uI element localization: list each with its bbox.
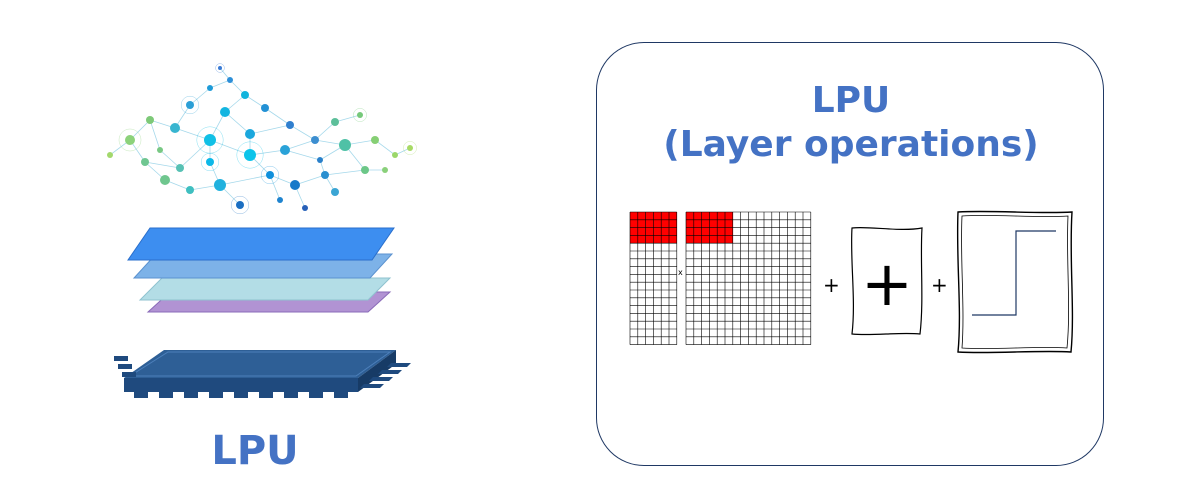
multiply-symbol: x [678, 268, 683, 277]
matrix-grid-icon [685, 211, 812, 345]
panel-title-line-2: (Layer operations) [663, 124, 1039, 165]
panel-title: LPU (Layer operations) [597, 79, 1105, 167]
matrix-grid-icon [629, 211, 678, 345]
plus-symbol-1: + [823, 273, 840, 297]
panel-title-line-1: LPU [811, 80, 891, 121]
chip-icon [114, 350, 411, 398]
layer-3 [138, 277, 392, 301]
layers-icon [127, 227, 395, 313]
layer-1 [127, 227, 395, 261]
add-block-symbol: + [861, 247, 913, 320]
operations-diagram: x + + + [629, 210, 1074, 354]
layer-operations-panel: LPU (Layer operations) [596, 42, 1104, 466]
step-function-icon [956, 210, 1074, 354]
add-block: + [850, 227, 923, 336]
lpu-caption: LPU [211, 428, 299, 474]
plus-symbol-2: + [931, 273, 948, 297]
lpu-illustration [107, 63, 417, 398]
neural-network-icon [107, 63, 417, 215]
